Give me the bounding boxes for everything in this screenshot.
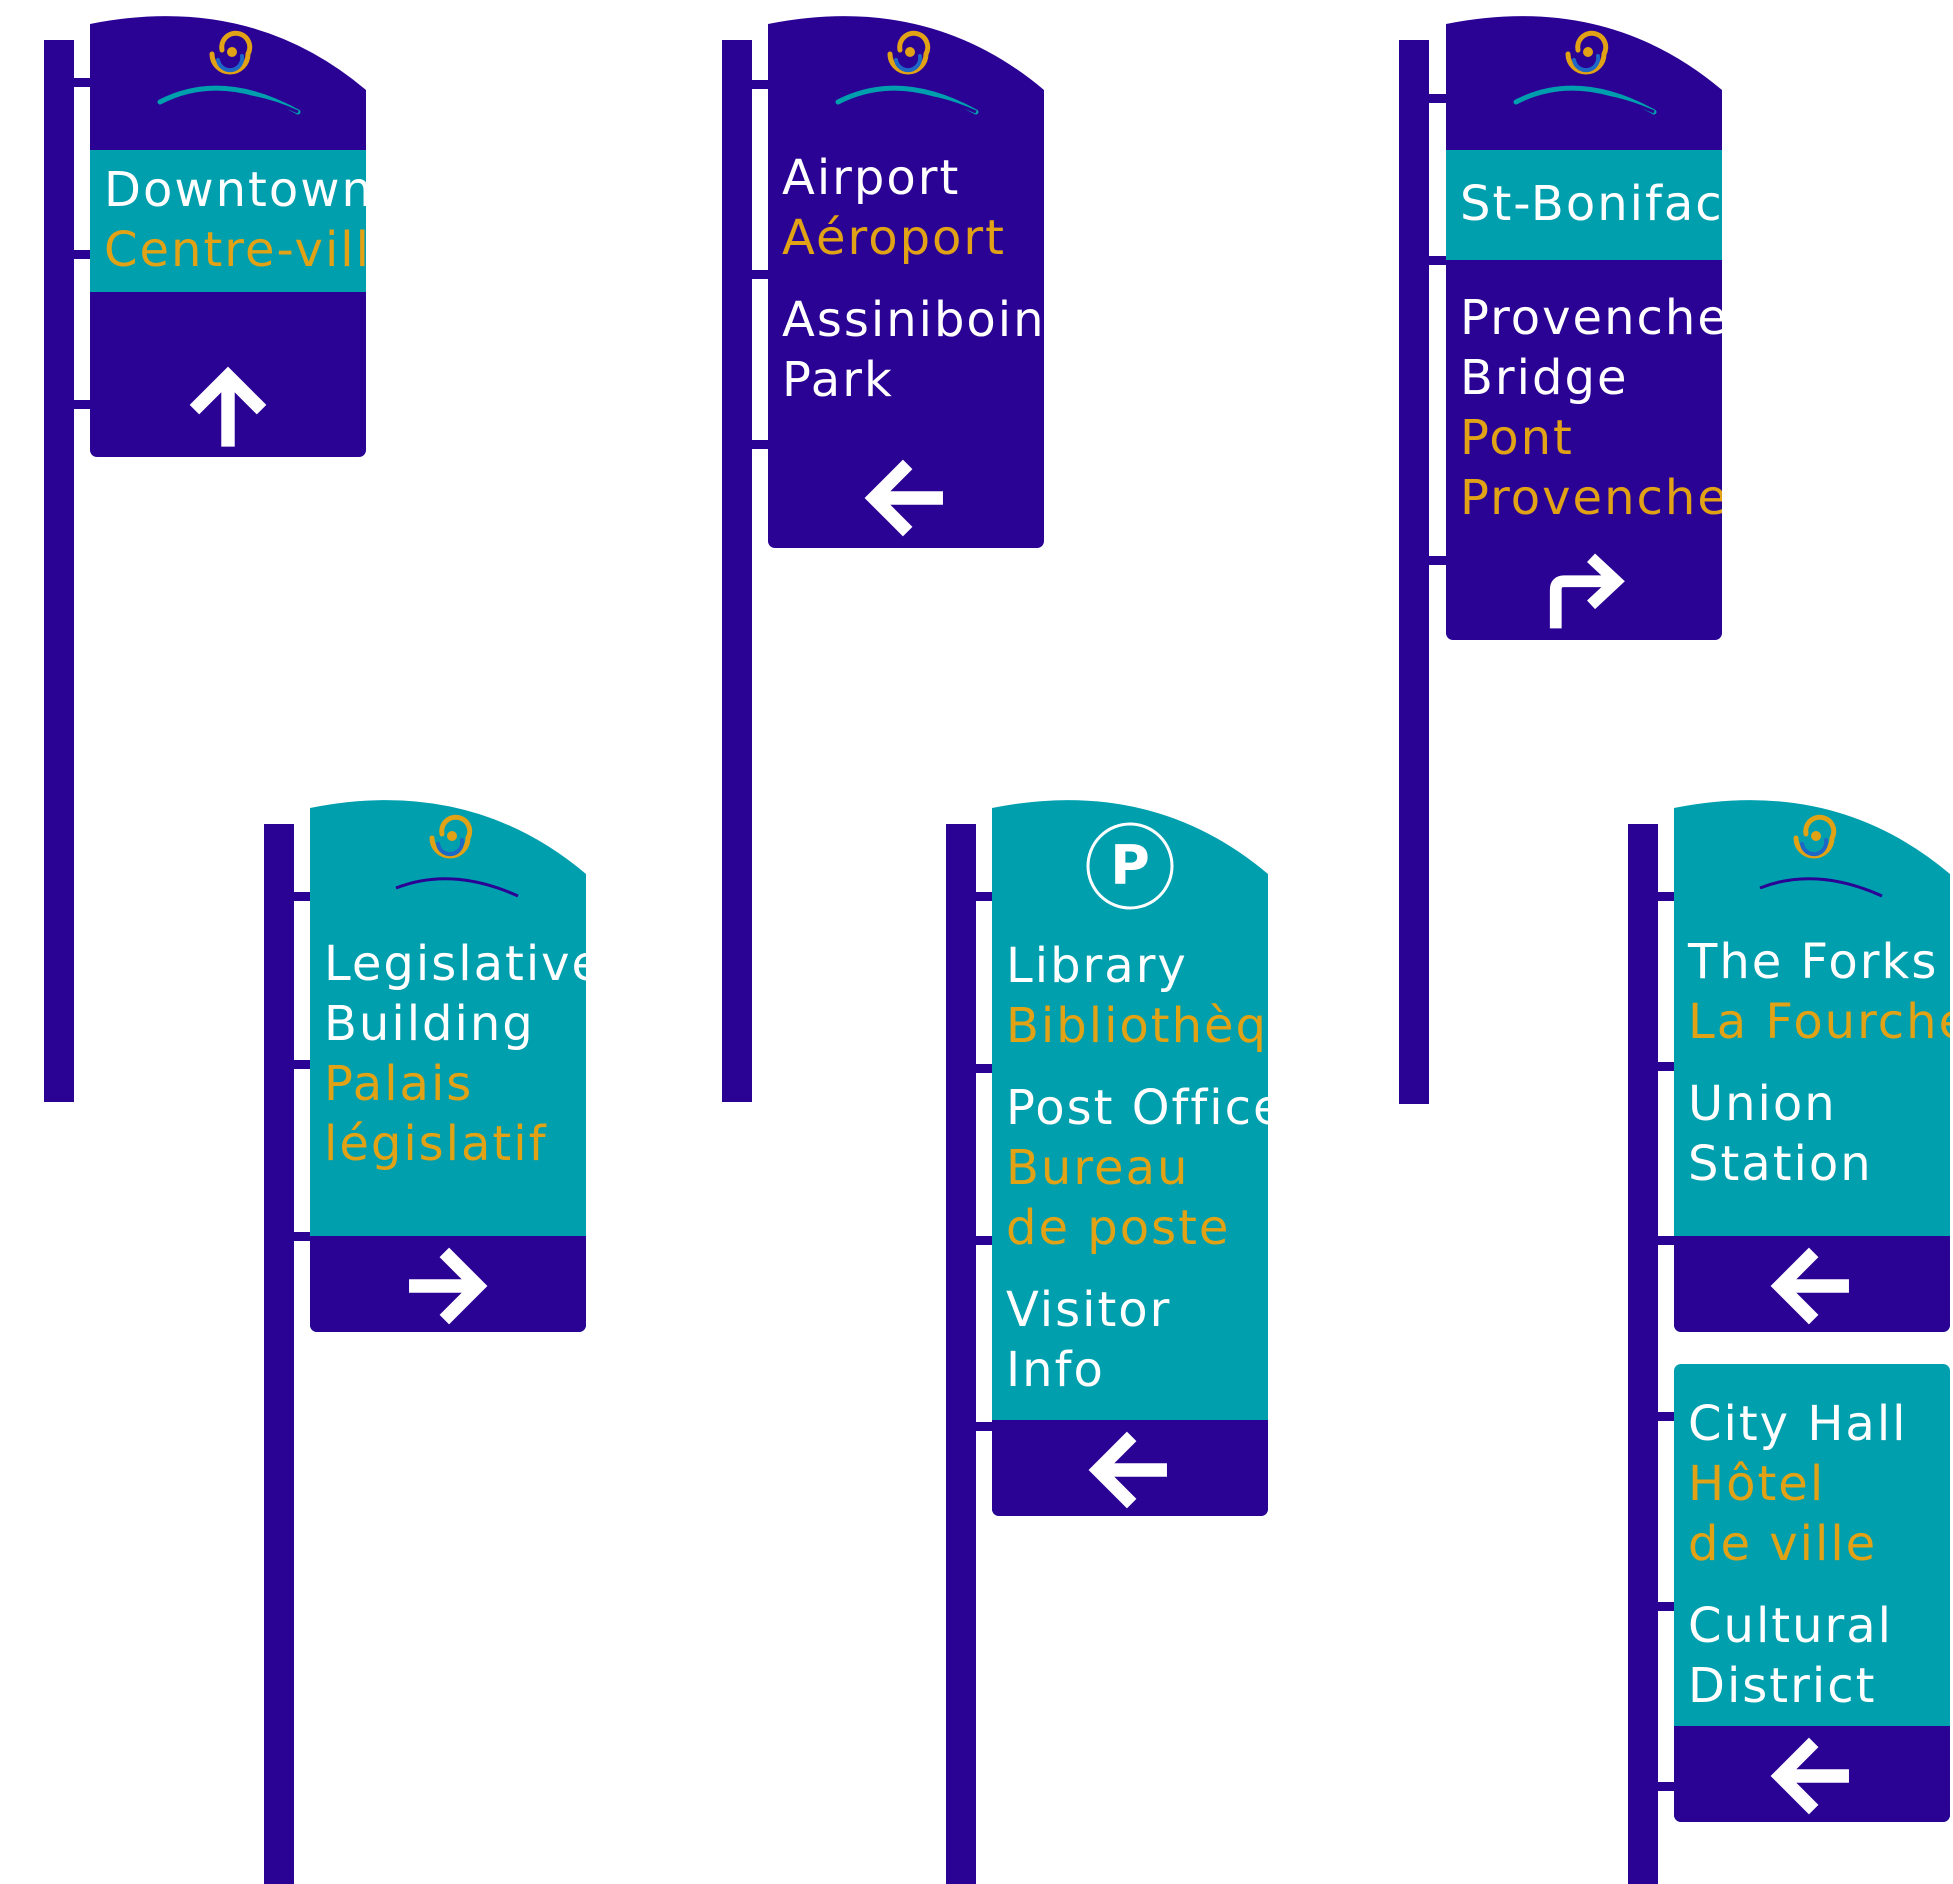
destination-text-fr: de poste — [1006, 1200, 1231, 1256]
highlight-band — [90, 150, 366, 292]
sign-city-hall: City Hall Hôtel de ville Cultural Distri… — [1674, 1364, 1950, 1822]
destination-text: Station — [1688, 1136, 1873, 1192]
arrow-turn-right-icon — [1544, 546, 1628, 630]
city-logo-icon — [830, 26, 980, 116]
destination-text: Provencher — [1460, 290, 1722, 346]
parking-icon: P — [1086, 822, 1174, 910]
destination-text: Bridge — [1460, 350, 1629, 406]
destination-text-fr: Palais — [324, 1056, 474, 1112]
sign-library: P Library Bibliothèque Post Office Burea… — [992, 796, 1268, 1516]
destination-text: Downtown — [104, 162, 366, 218]
svg-text:P: P — [1110, 834, 1150, 897]
arrow-left-icon — [1770, 1734, 1854, 1818]
destination-text-fr: Hôtel — [1688, 1456, 1826, 1512]
destination-text: Union — [1688, 1076, 1837, 1132]
destination-text: Assiniboine — [782, 292, 1044, 348]
destination-text-fr: législatif — [324, 1116, 548, 1172]
sign-post — [1628, 824, 1676, 1884]
destination-text: Info — [1006, 1342, 1105, 1398]
destination-text-fr: Aéroport — [782, 210, 1006, 266]
sign-airport: Airport Aéroport Assiniboine Park — [768, 12, 1044, 548]
sign-post — [722, 40, 770, 1102]
sign-post — [946, 824, 994, 1884]
destination-text: Visitor — [1006, 1282, 1172, 1338]
sign-legislative: Legislative Building Palais législatif — [310, 796, 586, 1332]
city-logo-icon — [152, 26, 302, 116]
destination-text: District — [1688, 1658, 1877, 1714]
destination-text: Post Office — [1006, 1080, 1268, 1136]
destination-text-fr: de ville — [1688, 1516, 1878, 1572]
arrow-left-icon — [864, 456, 948, 540]
destination-text: Building — [324, 996, 535, 1052]
destination-text: St-Boniface — [1460, 176, 1722, 232]
destination-text: Airport — [782, 150, 961, 206]
destination-text-fr: La Fourche — [1688, 994, 1950, 1050]
city-logo-icon — [1736, 810, 1886, 900]
arrow-up-icon — [186, 366, 270, 450]
destination-text: City Hall — [1688, 1396, 1908, 1452]
destination-text-fr: Pont — [1460, 410, 1574, 466]
arrow-right-icon — [404, 1244, 488, 1328]
arrow-left-icon — [1770, 1244, 1854, 1328]
destination-text: Library — [1006, 938, 1188, 994]
arrow-left-icon — [1088, 1428, 1172, 1512]
sign-forks: The Forks La Fourche Union Station — [1674, 796, 1950, 1332]
destination-text: Cultural — [1688, 1598, 1893, 1654]
destination-text: The Forks — [1688, 934, 1939, 990]
destination-text-fr: Bureau — [1006, 1140, 1190, 1196]
sign-st-boniface: St-Boniface Provencher Bridge Pont Prove… — [1446, 12, 1722, 640]
city-logo-icon — [1508, 26, 1658, 116]
sign-post — [1399, 40, 1447, 1104]
highlight-band — [1446, 150, 1722, 260]
destination-text-fr: Centre-ville — [104, 222, 366, 278]
destination-text: Park — [782, 352, 894, 408]
city-logo-icon — [372, 810, 522, 900]
sign-post — [264, 824, 312, 1884]
destination-text: Legislative — [324, 936, 586, 992]
sign-downtown: Downtown Centre-ville — [90, 12, 366, 457]
destination-text-fr: Bibliothèque — [1006, 998, 1268, 1054]
destination-text-fr: Provencher — [1460, 470, 1722, 526]
sign-post — [44, 40, 92, 1102]
